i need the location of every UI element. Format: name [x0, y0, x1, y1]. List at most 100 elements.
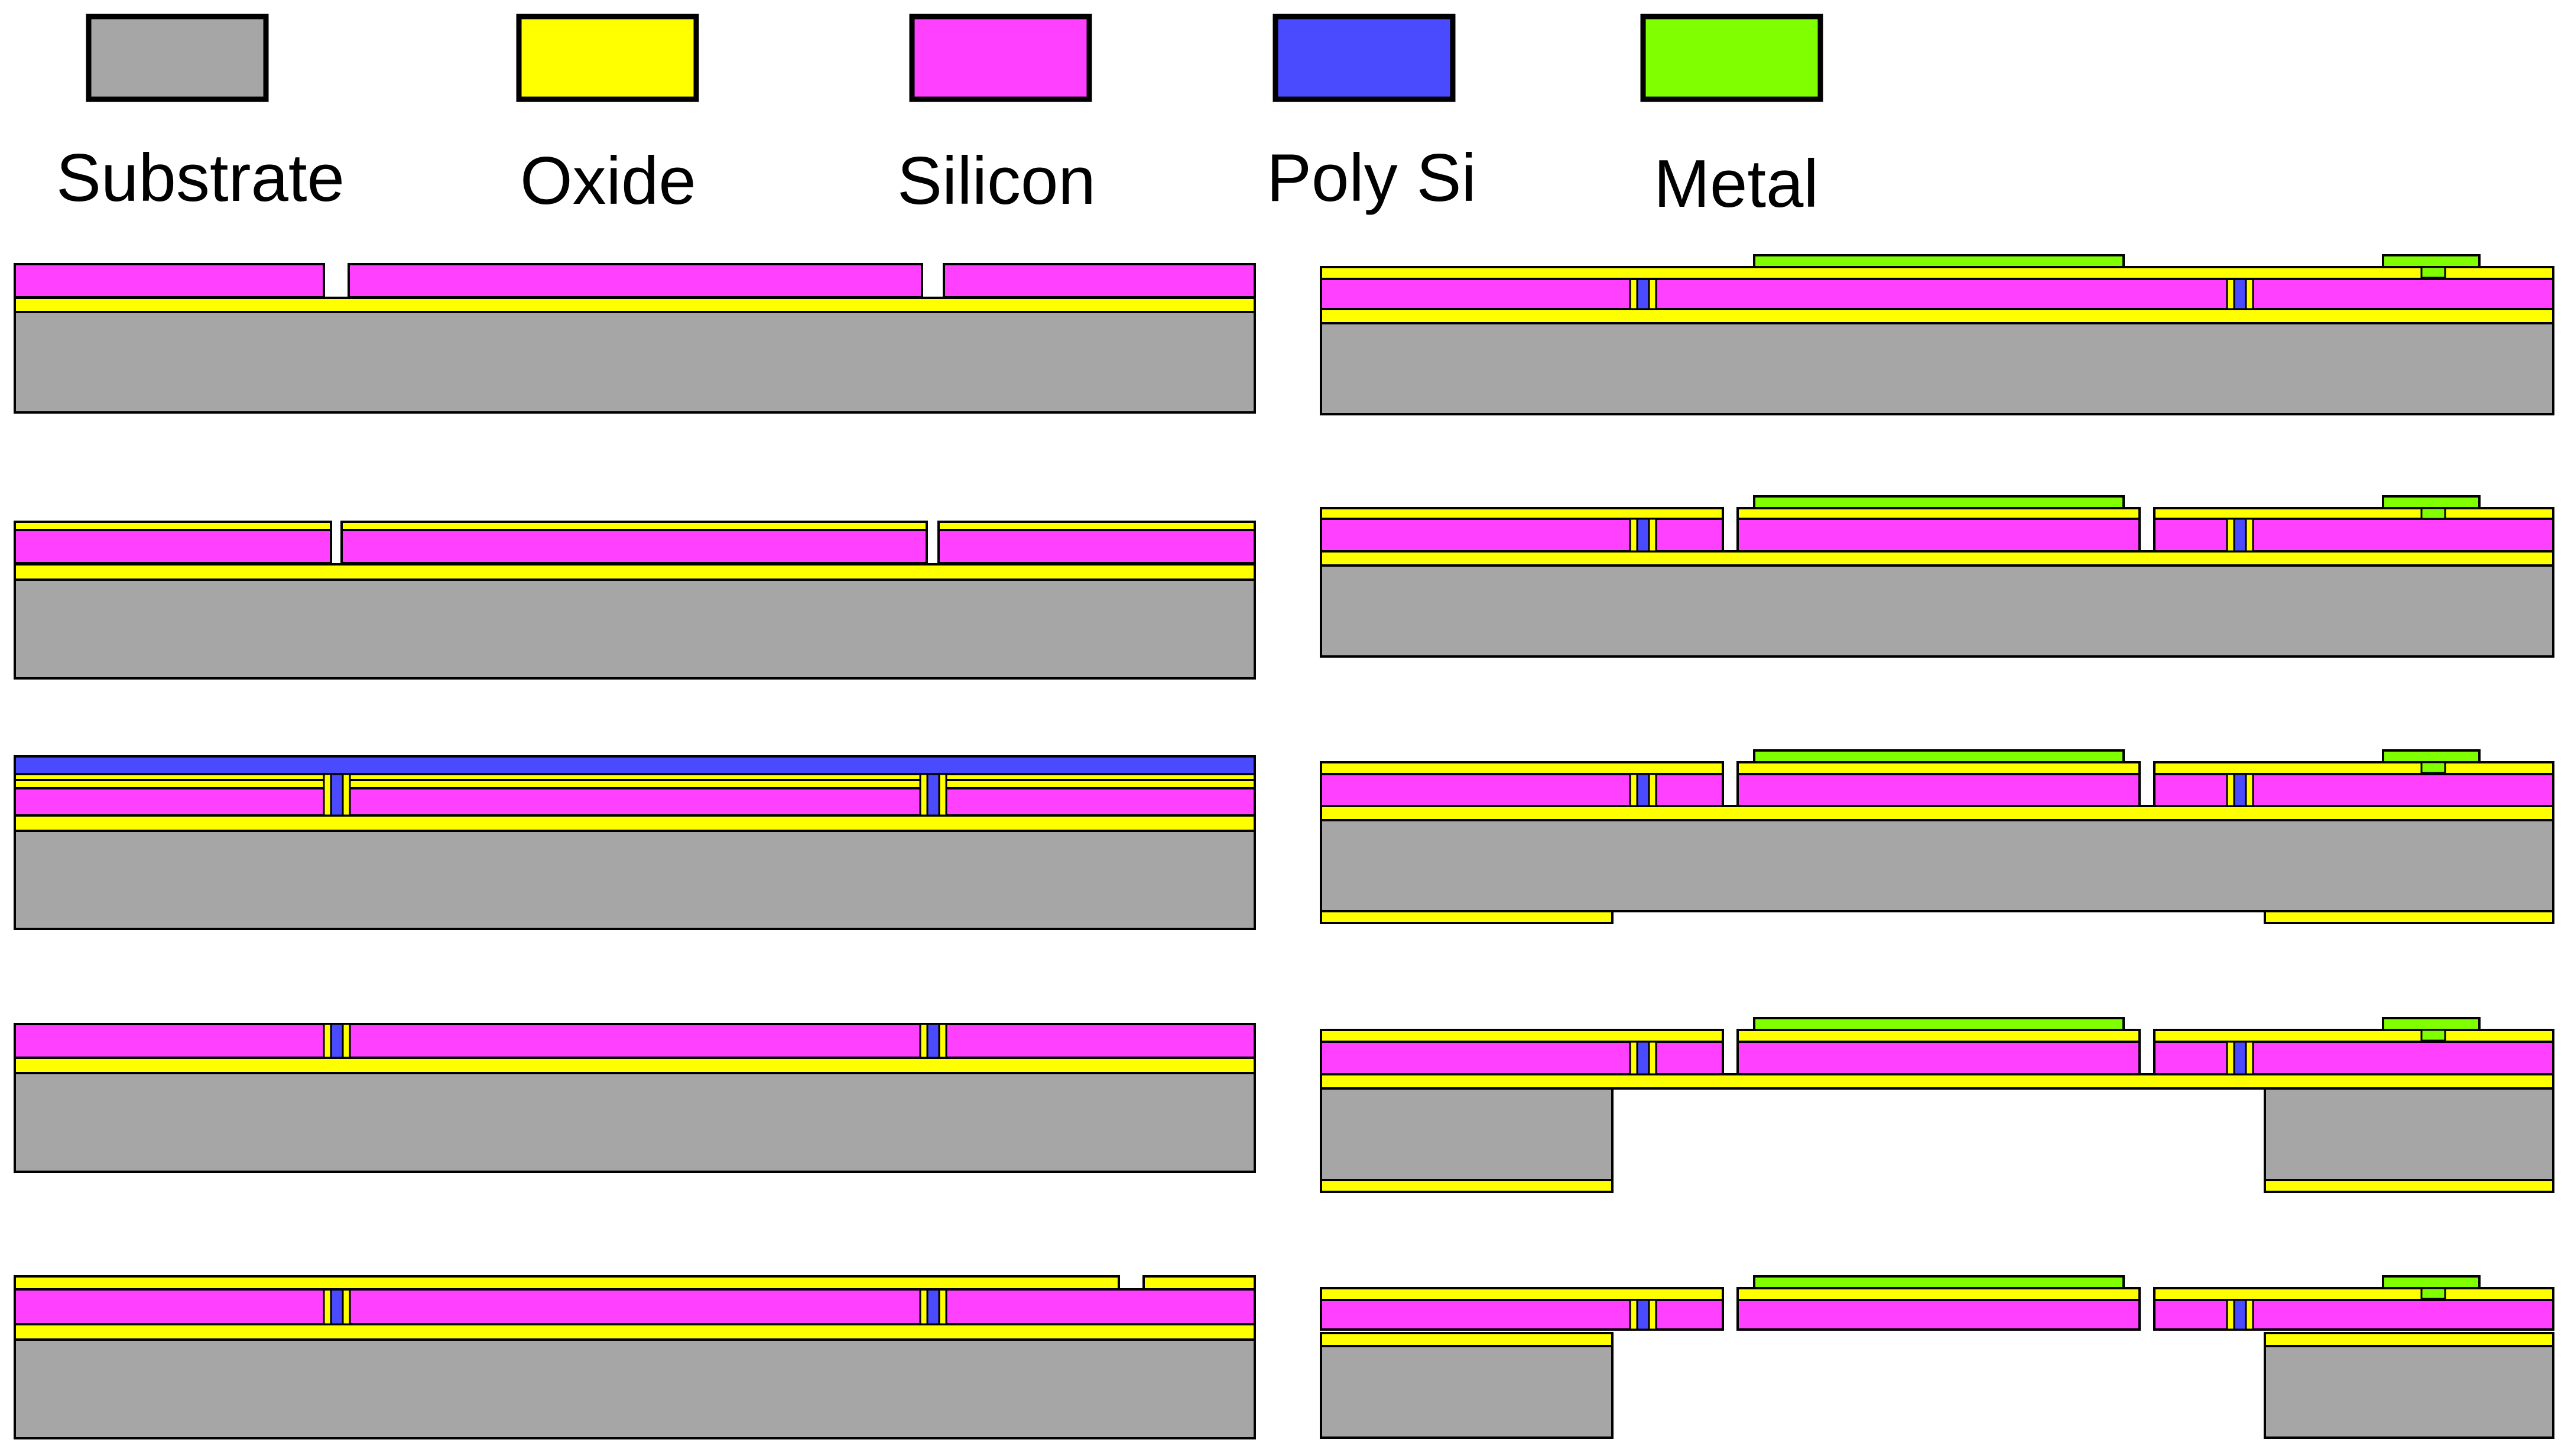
process-step-10	[1320, 1275, 2554, 1439]
device-silicon	[943, 787, 1256, 817]
metal-pad	[1753, 495, 2125, 509]
legend-swatch-poly	[1272, 14, 1456, 102]
device-silicon	[2153, 773, 2554, 807]
process-step-3	[14, 755, 1256, 930]
polysilicon-layer	[14, 755, 1256, 775]
buried-oxide-layer	[14, 297, 1256, 313]
metal-contact	[2382, 254, 2481, 268]
trench-poly-fill	[1636, 278, 1650, 310]
trench-poly-fill	[2233, 1041, 2247, 1075]
device-silicon	[2153, 518, 2554, 552]
trench-poly-fill	[1636, 1041, 1650, 1075]
substrate-layer	[14, 1337, 1256, 1439]
metal-via	[2420, 507, 2446, 520]
substrate-anchor	[1320, 1345, 1614, 1439]
legend-label-substrate: Substrate	[56, 141, 345, 216]
device-silicon	[1320, 1041, 1724, 1075]
thermal-oxide	[937, 521, 1256, 531]
legend-swatch-silicon	[909, 14, 1092, 102]
metal-pad	[1753, 1275, 2125, 1289]
metal-pad	[1753, 1017, 2125, 1031]
top-oxide	[1736, 1029, 2141, 1043]
top-oxide	[1736, 761, 2141, 775]
trench-poly-fill	[926, 1288, 940, 1325]
top-oxide	[1320, 1029, 1724, 1043]
buried-oxide-layer	[1320, 805, 2554, 821]
thermal-oxide	[340, 521, 928, 531]
process-step-5	[14, 1275, 1256, 1439]
legend-swatch-substrate	[86, 14, 269, 102]
metal-contact	[2382, 749, 2481, 763]
top-oxide	[14, 1275, 1120, 1291]
buried-oxide-layer	[1320, 1073, 2554, 1090]
trench-poly-fill	[1636, 773, 1650, 807]
metal-contact	[2382, 1017, 2481, 1031]
metal-via	[2420, 266, 2446, 279]
trench-poly-fill	[926, 773, 940, 817]
buried-oxide-layer	[14, 1057, 1256, 1074]
trench-poly-fill	[2233, 1299, 2247, 1331]
trench-poly-fill	[2233, 773, 2247, 807]
process-step-2	[14, 521, 1256, 680]
device-silicon	[340, 529, 928, 564]
process-step-8	[1320, 749, 2554, 924]
trench-poly-fill	[926, 1023, 940, 1059]
substrate-layer	[14, 577, 1256, 680]
substrate-layer	[14, 1070, 1256, 1173]
top-oxide	[1320, 266, 2554, 280]
metal-pad	[1753, 254, 2125, 268]
legend-swatch-metal	[1640, 14, 1823, 102]
device-silicon	[1320, 518, 1724, 552]
device-silicon	[2153, 1041, 2554, 1075]
top-oxide	[1320, 1287, 1724, 1301]
buried-oxide-layer	[14, 1323, 1256, 1341]
legend-label-silicon: Silicon	[897, 144, 1096, 219]
top-oxide	[1320, 507, 1724, 520]
substrate-anchor	[2264, 1087, 2554, 1181]
metal-via	[2420, 761, 2446, 774]
substrate-layer	[14, 309, 1256, 414]
metal-pad	[1753, 749, 2125, 763]
device-silicon	[348, 263, 923, 298]
device-silicon	[1320, 278, 2554, 310]
process-step-4	[14, 1023, 1256, 1173]
process-step-9	[1320, 1017, 2554, 1193]
top-oxide	[2153, 1287, 2554, 1301]
substrate-anchor	[2264, 1345, 2554, 1439]
trench-poly-fill	[2233, 278, 2247, 310]
metal-via	[2420, 1029, 2446, 1042]
backside-oxide	[2264, 1179, 2554, 1193]
device-silicon	[943, 263, 1256, 298]
trench-poly-fill	[1636, 1299, 1650, 1331]
trench-poly-fill	[2233, 518, 2247, 552]
metal-contact	[2382, 1275, 2481, 1289]
substrate-layer	[1320, 818, 2554, 912]
device-silicon	[2153, 1299, 2554, 1331]
thermal-oxide	[14, 521, 332, 531]
device-silicon	[1320, 1299, 1724, 1331]
buried-oxide-layer	[1320, 308, 2554, 324]
top-oxide	[1320, 761, 1724, 775]
trench-poly-fill	[1636, 518, 1650, 552]
substrate-anchor	[1320, 1087, 1614, 1181]
trench-poly-fill	[330, 1023, 344, 1059]
device-silicon	[14, 1023, 1256, 1059]
thermal-oxide-top	[14, 773, 1256, 781]
substrate-layer	[14, 828, 1256, 930]
substrate-layer	[1320, 563, 2554, 658]
top-oxide	[2153, 507, 2554, 520]
buried-oxide-layer	[1320, 550, 2554, 567]
top-oxide	[2153, 1029, 2554, 1043]
device-silicon	[1736, 518, 2141, 552]
device-silicon	[14, 529, 332, 564]
device-silicon	[1736, 1041, 2141, 1075]
device-silicon	[14, 1288, 1256, 1325]
top-oxide	[1736, 507, 2141, 520]
legend-label-metal: Metal	[1654, 147, 1819, 222]
legend-label-poly: Poly Si	[1267, 141, 1476, 216]
process-step-1	[14, 263, 1256, 414]
device-silicon	[1320, 773, 1724, 807]
